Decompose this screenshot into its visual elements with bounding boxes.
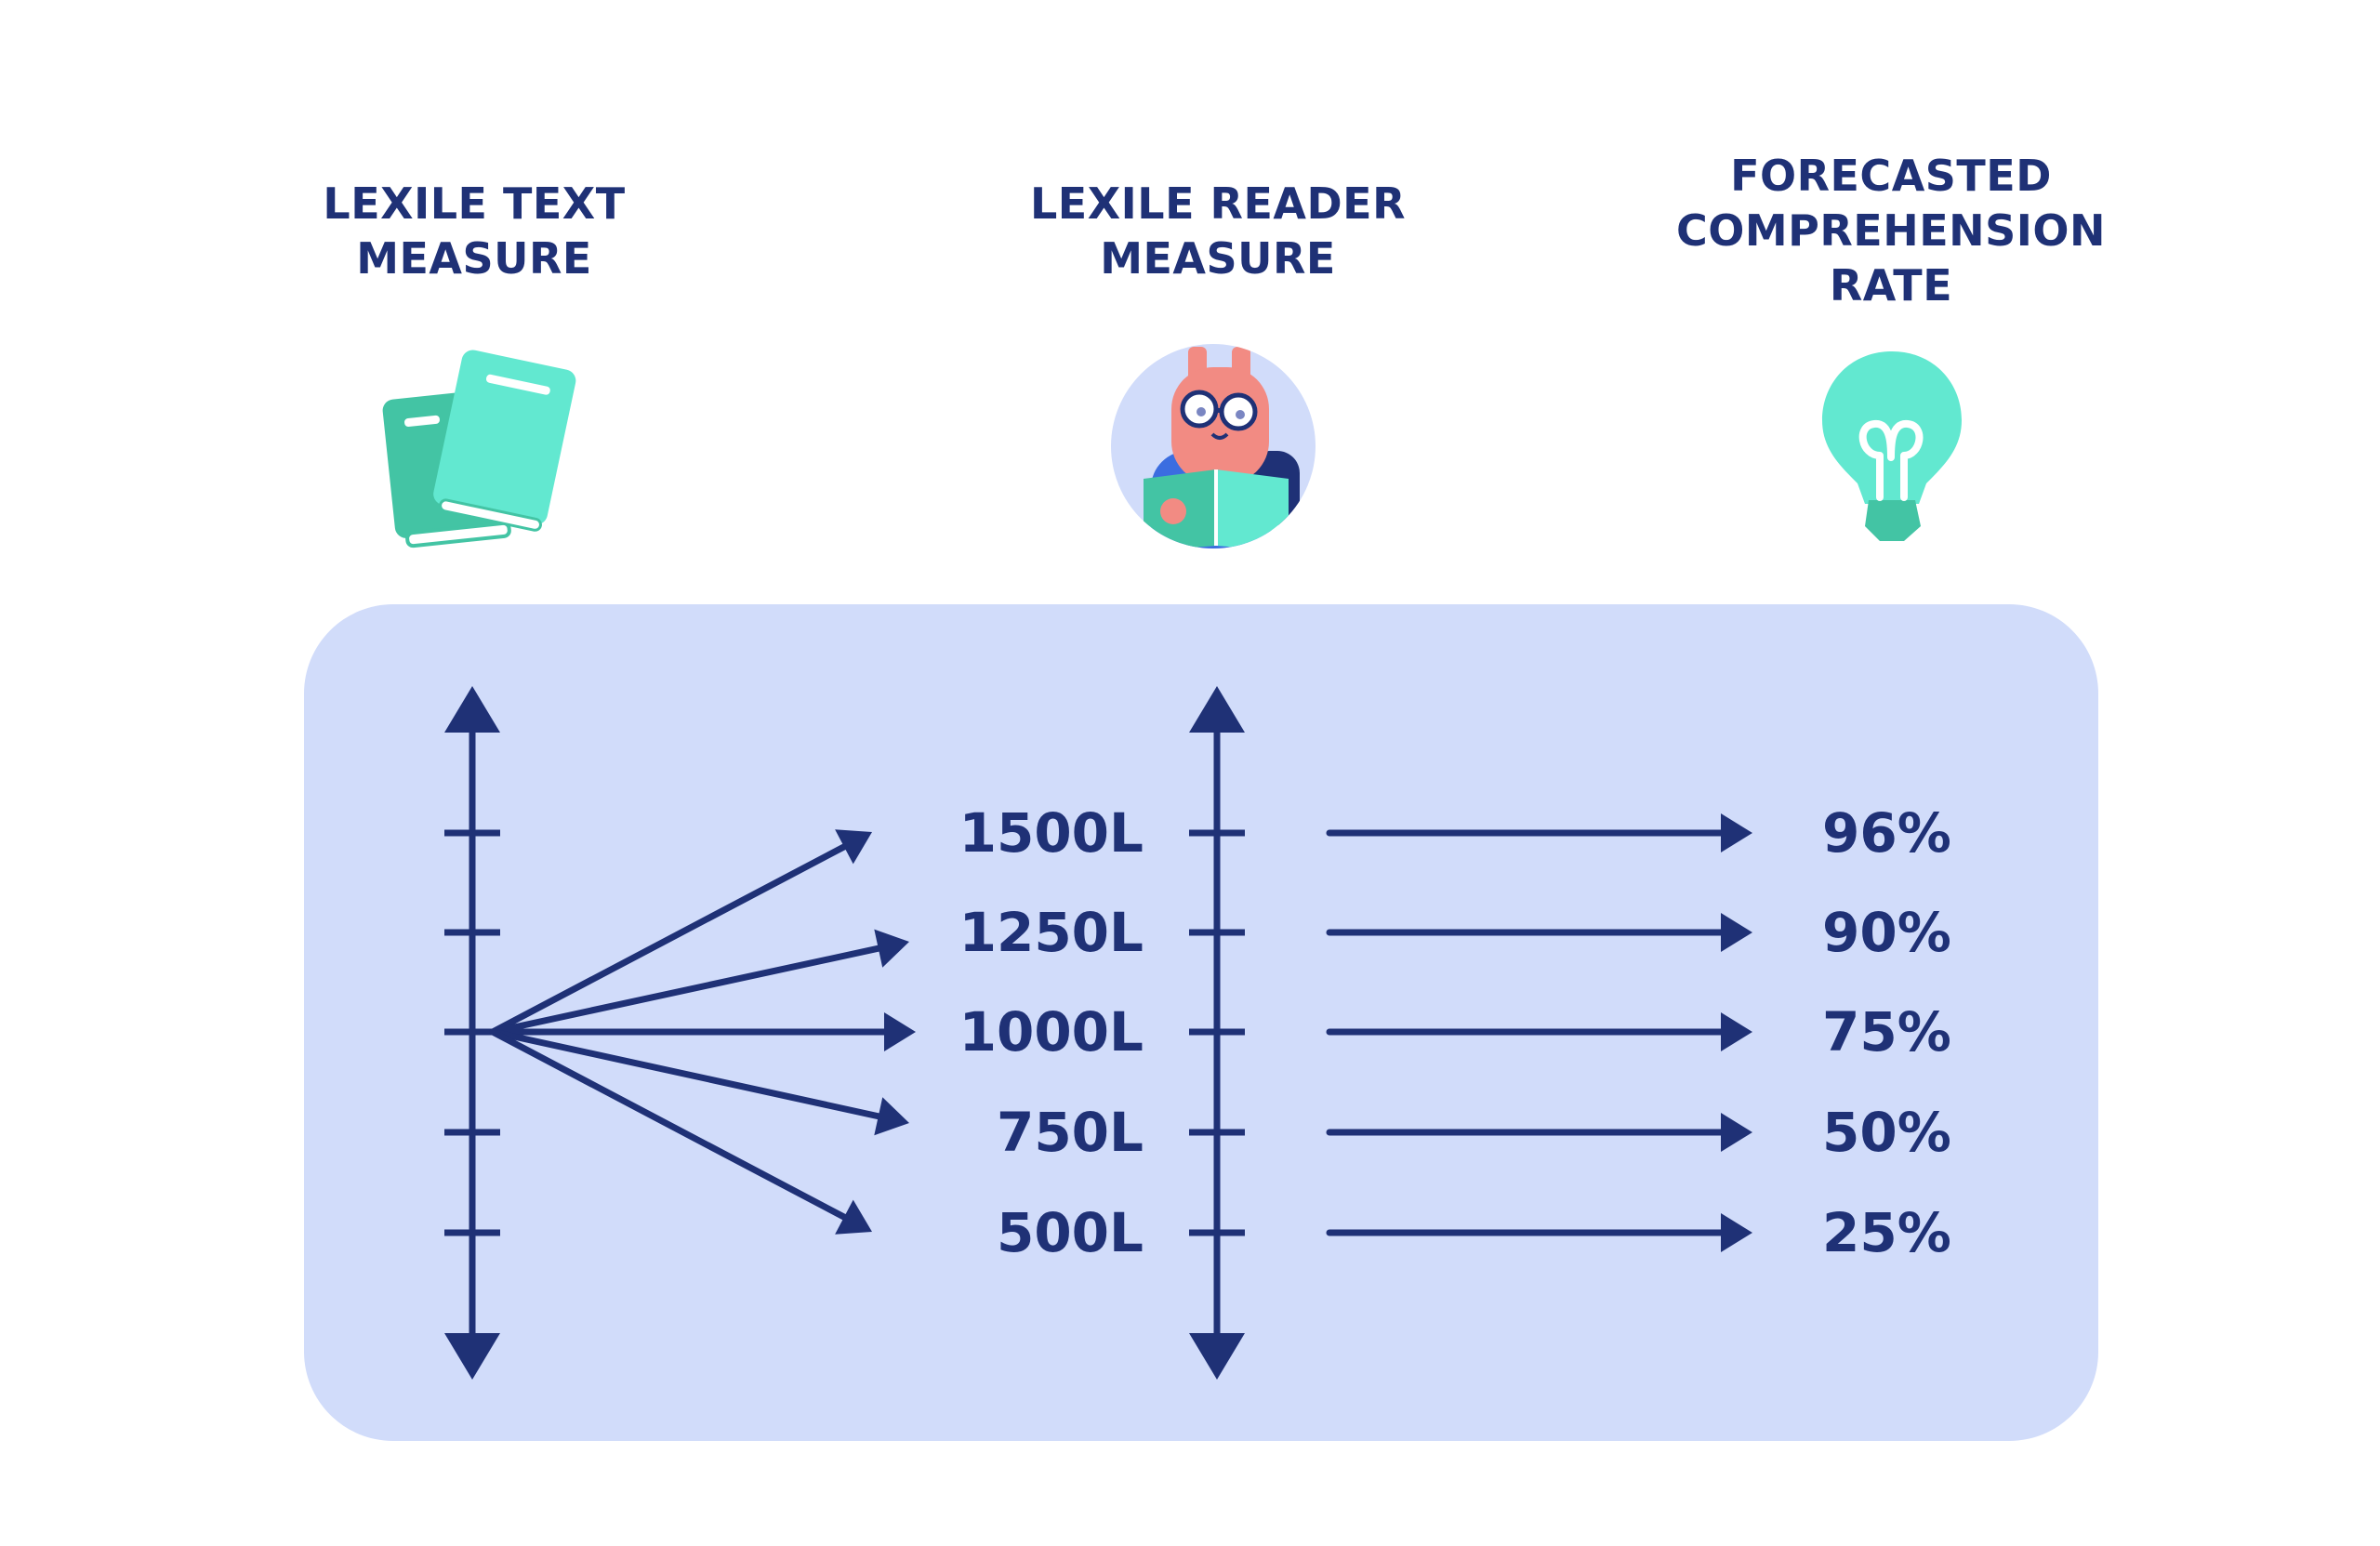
- measure-label: 500L: [997, 1201, 1144, 1264]
- forecasted-comprehension-rate-heading: FORECASTED COMPREHENSION RATE: [1612, 149, 2170, 313]
- arrow-shaft: [489, 945, 882, 1036]
- text-measure-axis: [444, 686, 500, 1380]
- heading-line: LEXILE TEXT: [323, 178, 626, 229]
- heading-line: MEASURE: [356, 233, 592, 284]
- lightbulb-icon: [1813, 344, 1971, 552]
- rate-label: 75%: [1822, 1000, 1951, 1064]
- fan-arrow: [489, 829, 872, 1036]
- rate-label: 50%: [1822, 1101, 1951, 1164]
- arrow-head: [1721, 1113, 1752, 1152]
- rate-labels: 96% 90% 75% 50% 25%: [1822, 801, 1951, 1264]
- text-axis-top-arrowhead: [444, 686, 500, 733]
- books-icon: [372, 339, 576, 566]
- rate-label: 90%: [1822, 901, 1951, 964]
- arrow-head: [835, 829, 872, 865]
- arrow-shaft: [489, 1028, 848, 1221]
- heading-line: COMPREHENSION: [1676, 205, 2106, 256]
- fan-arrow: [489, 1028, 909, 1136]
- lexile-reader-measure-heading: LEXILE READER MEASURE: [939, 177, 1497, 286]
- rate-arrow: [1326, 1213, 1752, 1252]
- arrow-head: [1721, 1012, 1752, 1051]
- measure-labels: 1500L 1250L 1000L 750L 500L: [959, 801, 1144, 1264]
- measure-label: 750L: [997, 1101, 1144, 1164]
- rate-arrow: [1326, 813, 1752, 852]
- rate-label: 25%: [1822, 1201, 1951, 1264]
- fan-arrow: [489, 1012, 916, 1051]
- arrow-head: [1721, 1213, 1752, 1252]
- text-axis-bottom-arrowhead: [444, 1333, 500, 1380]
- arrow-head: [835, 1199, 872, 1235]
- rate-arrow: [1326, 913, 1752, 952]
- arrow-shaft: [489, 843, 848, 1036]
- diagram-panel: [304, 604, 2098, 1441]
- reader-avatar-icon: [1106, 339, 1320, 557]
- reader-axis-top-arrowhead: [1189, 686, 1245, 733]
- measure-label: 1000L: [959, 1000, 1144, 1064]
- reader-axis-bottom-arrowhead: [1189, 1333, 1245, 1380]
- heading-line: LEXILE READER: [1029, 178, 1407, 229]
- lexile-text-measure-heading: LEXILE TEXT MEASURE: [195, 177, 753, 286]
- rate-arrow: [1326, 1113, 1752, 1152]
- measure-label: 1250L: [959, 901, 1144, 964]
- arrow-shaft: [489, 1028, 882, 1120]
- fan-arrow: [489, 1028, 872, 1235]
- rate-arrows: [1326, 813, 1752, 1252]
- fan-arrow: [489, 929, 909, 1036]
- heading-line: FORECASTED: [1730, 151, 2052, 201]
- arrow-head: [874, 1097, 909, 1136]
- arrow-head: [1721, 913, 1752, 952]
- heading-line: RATE: [1829, 260, 1953, 311]
- heading-line: MEASURE: [1100, 233, 1336, 284]
- arrow-head: [884, 1012, 916, 1051]
- rate-label: 96%: [1822, 801, 1951, 865]
- rate-arrow: [1326, 1012, 1752, 1051]
- arrow-head: [1721, 813, 1752, 852]
- arrow-head: [874, 929, 909, 968]
- reader-measure-axis: [1189, 686, 1245, 1380]
- fan-arrows: [489, 829, 916, 1235]
- measure-label: 1500L: [959, 801, 1144, 865]
